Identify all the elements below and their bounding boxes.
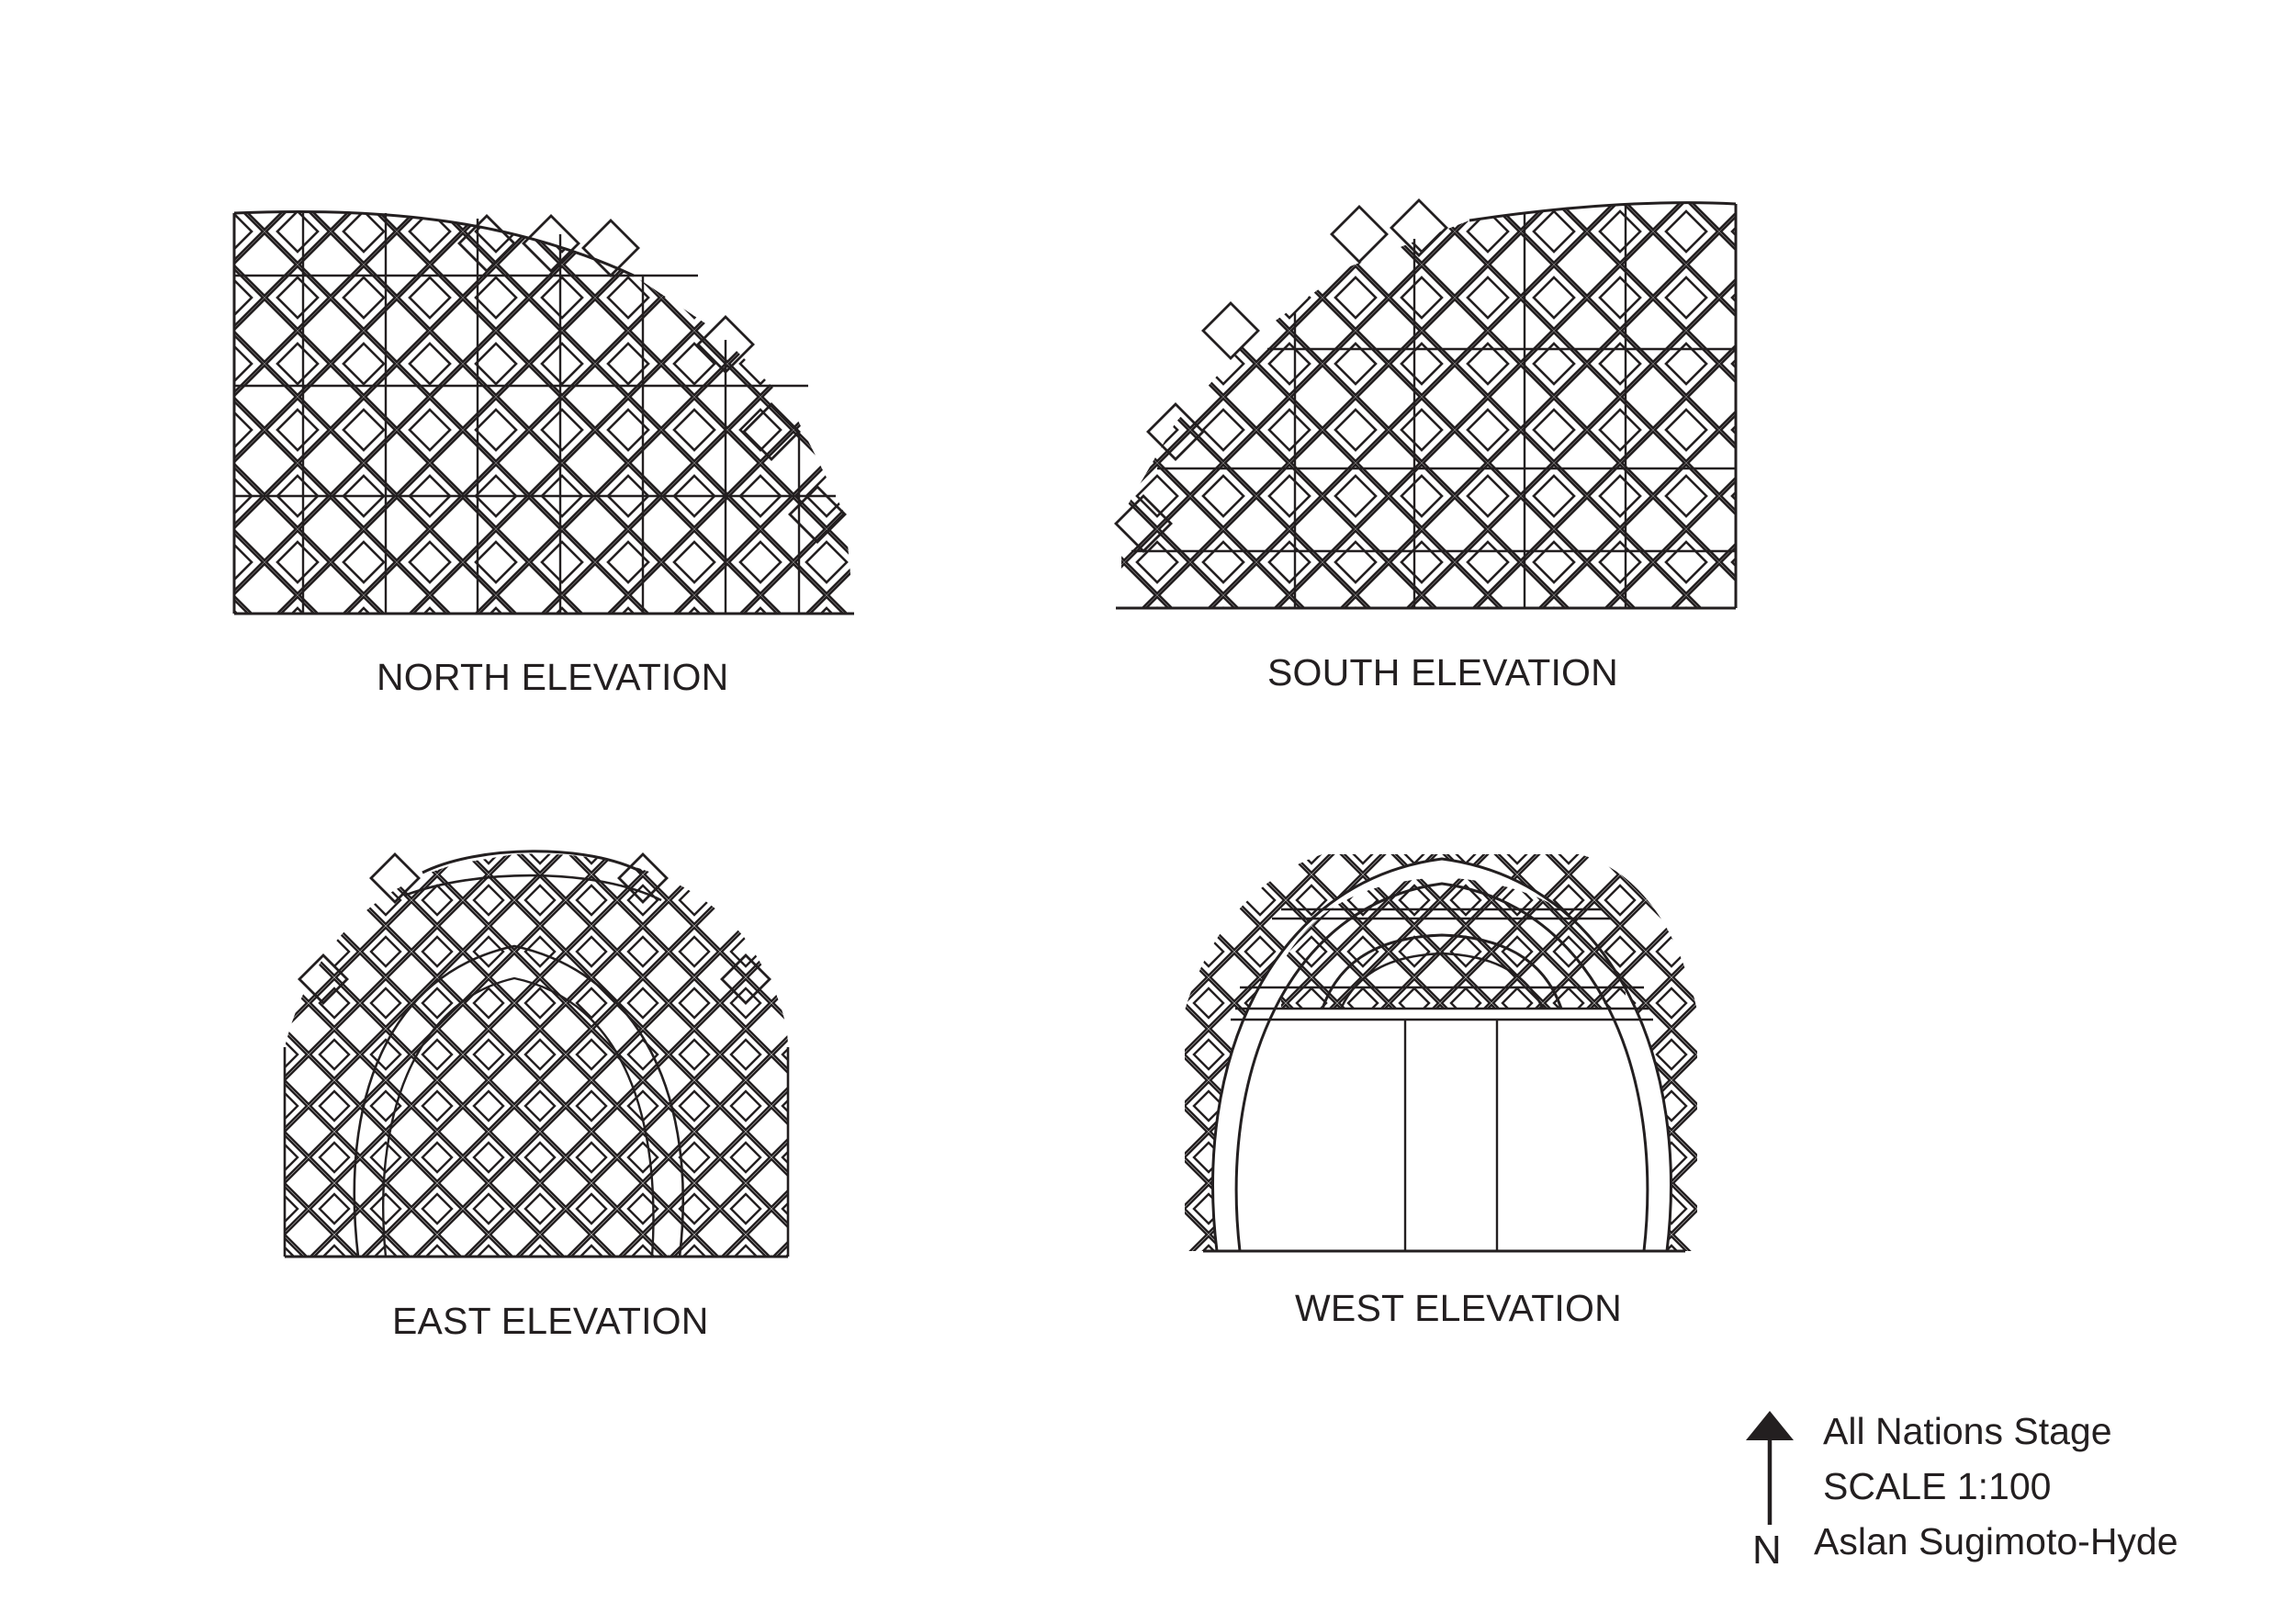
north-elevation-drawing [232,209,854,615]
drawing-scale: SCALE 1:100 [1823,1465,2052,1507]
east-elevation-drawing [283,850,790,1258]
north-elevation-caption: NORTH ELEVATION [377,656,729,698]
east-elevation-caption: EAST ELEVATION [392,1300,709,1342]
west-elevation-drawing [1185,854,1697,1253]
author-name: Aslan Sugimoto-Hyde [1814,1520,2178,1562]
north-label: N [1752,1528,1782,1573]
north-arrow-icon [1746,1411,1794,1525]
project-name: All Nations Stage [1823,1410,2112,1452]
west-elevation-caption: WEST ELEVATION [1295,1287,1622,1329]
south-elevation-drawing [1114,198,1738,610]
south-elevation-caption: SOUTH ELEVATION [1267,651,1618,694]
